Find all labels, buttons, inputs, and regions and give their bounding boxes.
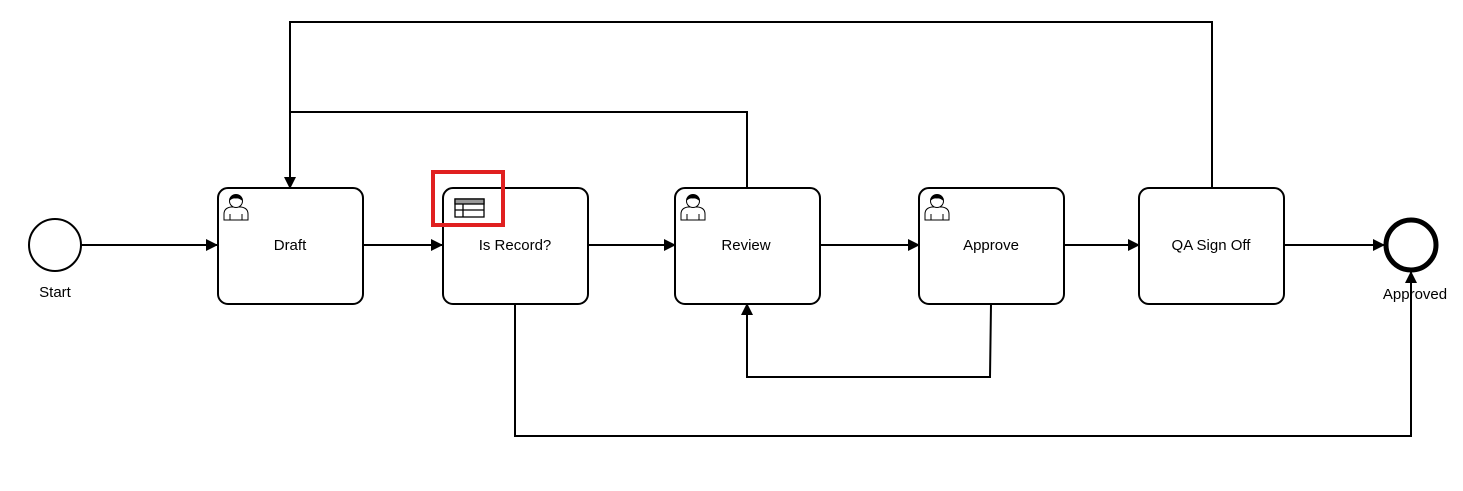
flow-is-record-to-approved[interactable] [514, 271, 1417, 437]
user-icon [223, 194, 249, 221]
business-rule-table-icon [454, 198, 485, 218]
task-draft[interactable]: Draft [217, 187, 364, 305]
flow-review-to-draft[interactable] [290, 111, 748, 188]
end-event-circle[interactable] [1383, 217, 1439, 273]
task-label: Review [721, 237, 770, 254]
task-review[interactable]: Review [674, 187, 821, 305]
task-qa-sign-off[interactable]: QA Sign Off [1138, 187, 1285, 305]
selection-highlight [431, 170, 505, 227]
user-icon [924, 194, 950, 221]
task-is-record[interactable]: Is Record? [431, 170, 589, 305]
task-label: Is Record? [479, 237, 552, 254]
flow-qa-sign-off-to-draft[interactable] [284, 21, 1213, 189]
flow-approve-to-review[interactable] [741, 303, 992, 378]
end-event[interactable]: Approved [1383, 217, 1447, 303]
user-icon [680, 194, 706, 221]
start-event[interactable]: Start [28, 218, 82, 301]
task-label: Draft [274, 237, 307, 254]
task-approve[interactable]: Approve [918, 187, 1065, 305]
start-event-circle[interactable] [28, 218, 82, 272]
task-label: QA Sign Off [1172, 237, 1252, 254]
sequence-flows [81, 21, 1417, 437]
task-label: Approve [963, 237, 1019, 254]
start-event-label: Start [39, 284, 72, 301]
end-event-label: Approved [1383, 286, 1447, 303]
